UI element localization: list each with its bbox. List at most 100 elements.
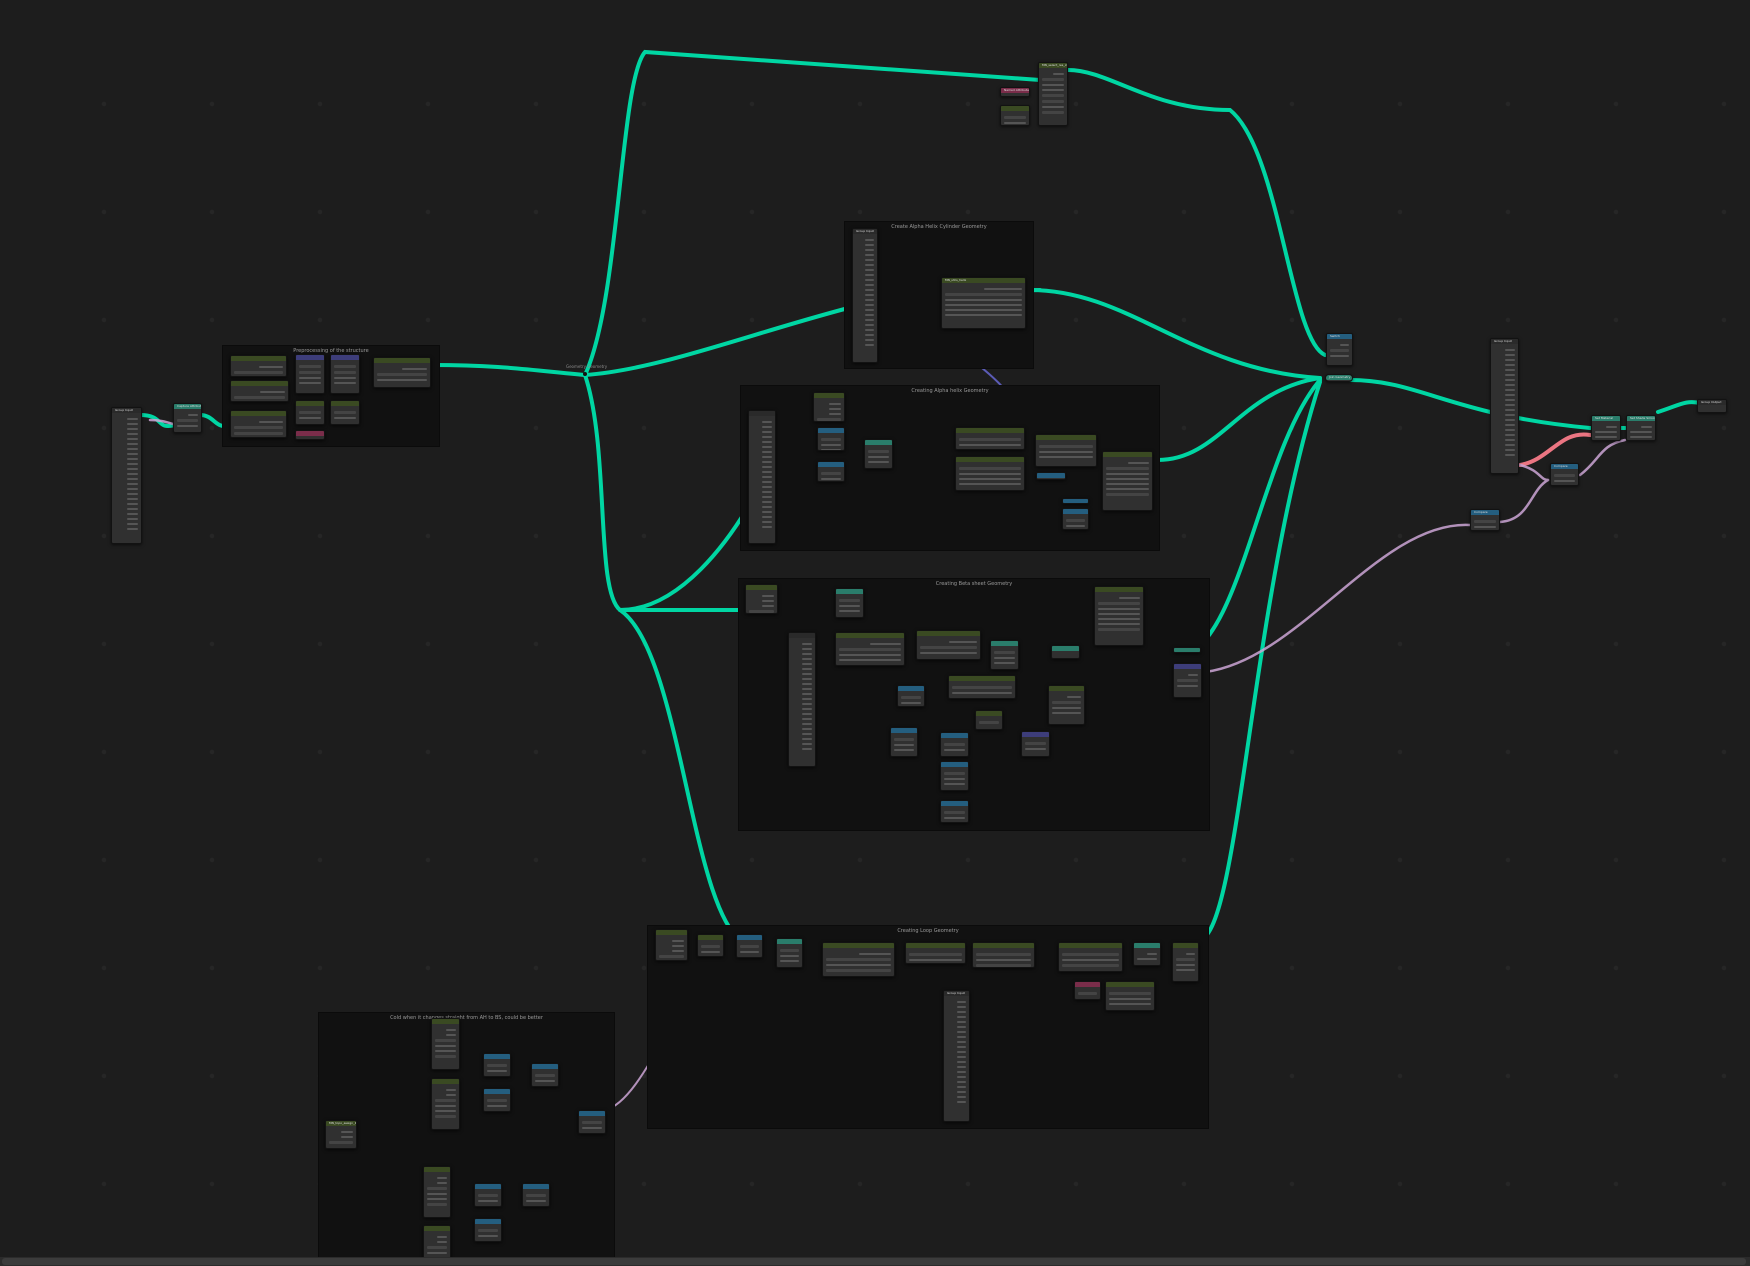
group-node[interactable]	[955, 456, 1025, 491]
node-header	[836, 589, 863, 594]
reroute-node[interactable]	[583, 372, 587, 376]
geometry-node[interactable]	[1173, 647, 1201, 653]
group-node[interactable]	[330, 400, 360, 425]
frame-alpha-helix[interactable]: Creating Alpha helix Geometry	[740, 385, 1160, 551]
compare-node[interactable]: Compare	[1470, 509, 1500, 531]
capture-attribute-node[interactable]: Capture Attribute	[173, 403, 202, 433]
vector-node[interactable]	[1062, 498, 1089, 504]
group-input-node[interactable]	[748, 410, 776, 544]
group-node[interactable]	[975, 710, 1003, 730]
group-node[interactable]	[1094, 586, 1144, 646]
vector-node[interactable]	[940, 800, 969, 823]
field-node[interactable]	[1021, 731, 1050, 757]
capture-node[interactable]	[864, 439, 893, 469]
group-node[interactable]	[1048, 685, 1085, 725]
group-node[interactable]	[1035, 434, 1097, 467]
join-geometry-node[interactable]: Join Geometry	[1325, 374, 1353, 382]
group-input-node[interactable]	[788, 632, 816, 767]
vector-node[interactable]	[817, 461, 845, 482]
named-attribute-node[interactable]: Named Attribute	[1000, 87, 1030, 97]
horizontal-scrollbar[interactable]	[0, 1257, 1750, 1266]
vector-node[interactable]	[531, 1063, 559, 1087]
vector-node[interactable]	[940, 761, 969, 791]
group-node[interactable]	[1000, 105, 1030, 126]
node-header	[941, 733, 968, 738]
group-node[interactable]	[431, 1018, 460, 1070]
node-header	[331, 401, 359, 406]
preprocess-group-node[interactable]	[230, 380, 289, 402]
group-node[interactable]	[745, 584, 778, 614]
helix-group-node[interactable]: MN_utils_helix	[941, 277, 1026, 329]
vector-node[interactable]	[897, 685, 925, 707]
group-input-node[interactable]: Group Input	[943, 990, 970, 1122]
group-node[interactable]	[948, 675, 1016, 699]
compare-node[interactable]: Compare	[1550, 463, 1579, 486]
set-material-node[interactable]: Set Material	[1591, 415, 1621, 441]
node-header	[898, 686, 924, 691]
vector-node[interactable]	[940, 732, 969, 757]
group-node[interactable]	[1105, 981, 1155, 1011]
node-header	[432, 1019, 459, 1024]
group-node[interactable]	[373, 357, 431, 388]
group-node[interactable]	[295, 400, 325, 425]
group-node[interactable]	[697, 934, 724, 957]
group-node[interactable]	[1172, 942, 1199, 982]
group-node[interactable]	[431, 1078, 460, 1130]
vector-node[interactable]	[817, 427, 845, 451]
frame-transition[interactable]: Cold when it changes straight from AH to…	[318, 1012, 615, 1266]
switch-node[interactable]: Switch	[1326, 333, 1353, 366]
group-node[interactable]	[955, 427, 1025, 450]
attribute-node[interactable]	[295, 430, 325, 440]
group-output-node[interactable]: Group Output	[1697, 399, 1727, 413]
vector-node[interactable]	[483, 1053, 511, 1077]
vector-node[interactable]	[522, 1183, 550, 1207]
node-header	[1174, 664, 1201, 669]
node-header	[818, 462, 844, 467]
node-header	[296, 401, 324, 406]
preprocess-group-node[interactable]	[230, 410, 287, 438]
node-header: Switch	[1327, 334, 1352, 339]
group-node[interactable]	[813, 392, 845, 422]
mn-select-node[interactable]: MN_select_res_id	[1038, 62, 1068, 126]
group-node[interactable]	[972, 942, 1035, 968]
reroute-label: Geometry Geometry	[566, 364, 608, 369]
vector-node[interactable]	[1036, 472, 1066, 480]
vector-node[interactable]	[578, 1110, 606, 1134]
node-header	[789, 633, 815, 638]
group-input-node[interactable]: Group Input	[111, 407, 142, 544]
vector-node[interactable]	[483, 1088, 511, 1112]
group-node[interactable]	[835, 632, 905, 666]
vector-node[interactable]	[474, 1183, 502, 1207]
group-node[interactable]	[423, 1166, 451, 1218]
transition-group-node[interactable]: MN_topo_assign_backbone	[325, 1120, 357, 1149]
group-node[interactable]	[822, 942, 895, 977]
compare-node[interactable]	[1173, 663, 1202, 698]
capture-node[interactable]	[776, 938, 803, 968]
scrollbar-thumb[interactable]	[2, 1258, 1746, 1265]
field-node[interactable]	[330, 354, 360, 394]
capture-node[interactable]	[835, 588, 864, 618]
group-node[interactable]	[1058, 942, 1123, 972]
node-header	[1036, 435, 1096, 440]
vector-node[interactable]	[474, 1218, 502, 1242]
set-shade-smooth-node[interactable]: Set Shade Smooth	[1626, 415, 1656, 441]
group-input-node[interactable]: Group Input	[1490, 338, 1519, 474]
group-node[interactable]	[916, 630, 981, 660]
vector-node[interactable]	[890, 727, 918, 757]
capture-node[interactable]	[990, 640, 1019, 670]
vector-node[interactable]	[1062, 508, 1089, 530]
frame-title: Preprocessing of the structure	[293, 348, 369, 354]
group-node[interactable]	[655, 929, 688, 961]
geometry-node[interactable]	[1051, 645, 1080, 659]
group-node[interactable]	[1102, 451, 1153, 511]
geometry-node[interactable]	[1133, 942, 1161, 966]
node-header	[484, 1089, 510, 1094]
attribute-node[interactable]	[1074, 981, 1101, 1000]
field-node[interactable]	[295, 354, 325, 394]
group-node[interactable]	[905, 942, 966, 964]
node-header	[331, 355, 359, 360]
preprocess-group-node[interactable]	[230, 355, 287, 377]
vector-node[interactable]	[736, 934, 763, 958]
group-input-node[interactable]: Group Input	[852, 228, 878, 363]
